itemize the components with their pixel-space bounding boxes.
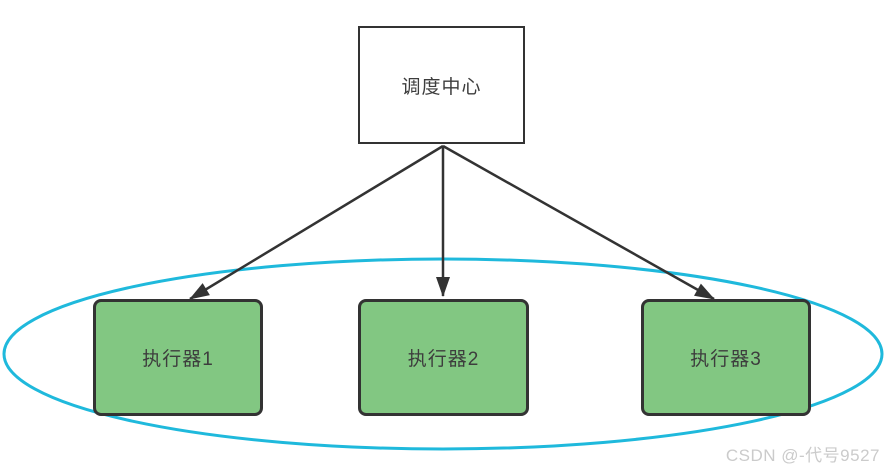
arrow-scheduler-to-executor-3 [442, 144, 715, 301]
arrow-scheduler-to-executor-1 [189, 144, 444, 301]
executor-node-2-label: 执行器2 [407, 349, 480, 370]
executor-node-3: 执行器3 [641, 299, 811, 416]
scheduler-node-label: 调度中心 [401, 76, 482, 98]
executor-node-2: 执行器2 [358, 299, 529, 416]
scheduler-node: 调度中心 [358, 26, 525, 144]
executor-node-3-label: 执行器3 [690, 349, 762, 370]
watermark: CSDN @-代号9527 [725, 446, 880, 465]
executor-node-1-label: 执行器1 [142, 349, 214, 370]
executor-node-1: 执行器1 [93, 299, 263, 416]
